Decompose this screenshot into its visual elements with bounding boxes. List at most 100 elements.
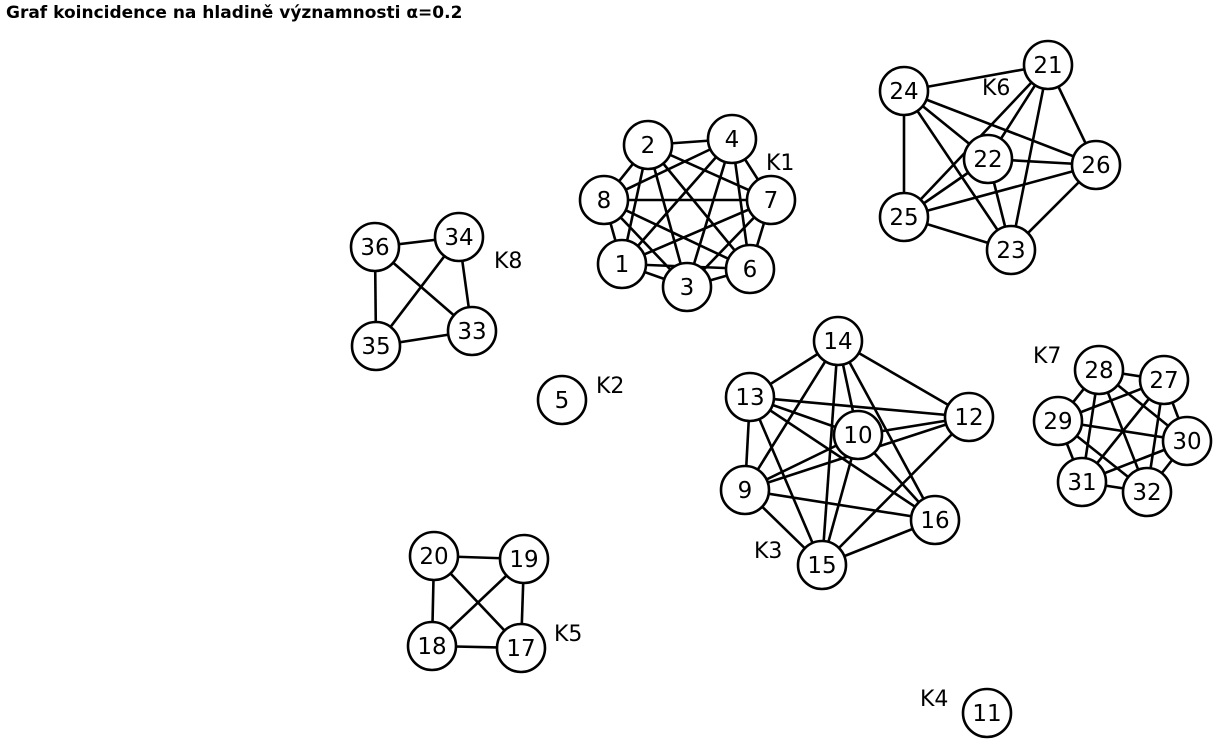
node-label: 35 — [361, 334, 390, 360]
node-circle — [536, 374, 588, 426]
node-label: 19 — [509, 547, 538, 573]
node-33: 33 — [446, 305, 498, 357]
node-circle — [832, 409, 884, 461]
node-35: 35 — [350, 320, 402, 372]
node-27: 27 — [1138, 354, 1190, 406]
edge-6-8 — [603, 198, 751, 271]
node-13: 13 — [724, 371, 776, 423]
edge-14-15 — [820, 340, 840, 566]
node-circle — [878, 191, 930, 243]
edge-12-13 — [749, 395, 970, 419]
node-8: 8 — [578, 174, 630, 226]
edge-21-23 — [1009, 64, 1050, 251]
node-label: 30 — [1172, 429, 1201, 455]
node-9: 9 — [719, 464, 771, 516]
node-label: 34 — [444, 225, 473, 251]
node-label: 27 — [1149, 368, 1178, 394]
node-label: 11 — [972, 701, 1001, 727]
node-circle — [1138, 354, 1190, 406]
edge-2-6 — [646, 144, 752, 270]
node-label: 24 — [889, 79, 918, 105]
edge-3-4 — [685, 138, 734, 288]
node-circle — [1056, 456, 1108, 508]
node-circle — [909, 494, 961, 546]
node-circle — [408, 530, 460, 582]
node-16: 16 — [909, 494, 961, 546]
node-17: 17 — [495, 622, 547, 674]
edge-1-7 — [621, 198, 772, 266]
node-circle — [1032, 395, 1084, 447]
node-32: 32 — [1121, 466, 1173, 518]
cluster-label-k1: K1 — [766, 151, 794, 176]
node-label: 16 — [920, 508, 949, 534]
cluster-label-k3: K3 — [754, 539, 782, 564]
node-circle — [796, 539, 848, 591]
node-circle — [495, 622, 547, 674]
node-22: 22 — [962, 133, 1014, 185]
edge-12-15 — [821, 416, 970, 566]
node-21: 21 — [1022, 39, 1074, 91]
node-label: 7 — [764, 188, 779, 214]
node-label: 33 — [457, 319, 486, 345]
node-circle — [661, 261, 713, 313]
node-label: 31 — [1067, 470, 1096, 496]
cluster-label-k5: K5 — [554, 622, 582, 647]
node-label: 36 — [360, 235, 389, 261]
node-circle — [1161, 415, 1213, 467]
node-label: 20 — [419, 544, 448, 570]
node-label: 6 — [743, 257, 758, 283]
node-label: 4 — [725, 127, 740, 153]
node-label: 1 — [615, 252, 630, 278]
node-circle — [1073, 344, 1125, 396]
node-circle — [349, 221, 401, 273]
node-circle — [1070, 139, 1122, 191]
node-label: 5 — [555, 388, 570, 414]
cluster-label-k8: K8 — [494, 249, 522, 274]
node-circle — [1121, 466, 1173, 518]
node-7: 7 — [745, 174, 797, 226]
edge-9-14 — [743, 340, 840, 491]
node-4: 4 — [706, 113, 758, 165]
diagram-title: Graf koincidence na hladině významnosti … — [6, 3, 463, 23]
node-29: 29 — [1032, 395, 1084, 447]
node-circle — [962, 133, 1014, 185]
node-31: 31 — [1056, 456, 1108, 508]
node-circle — [1022, 39, 1074, 91]
node-label: 23 — [996, 238, 1025, 264]
node-circle — [719, 464, 771, 516]
node-circle — [406, 620, 458, 672]
node-circle — [961, 687, 1013, 739]
node-label: 12 — [954, 405, 983, 431]
node-circle — [724, 371, 776, 423]
node-12: 12 — [943, 391, 995, 443]
edge-13-16 — [749, 395, 936, 522]
node-1: 1 — [596, 238, 648, 290]
node-circle — [446, 305, 498, 357]
nodes-layer: 1234567891011121314151617181920212223242… — [349, 39, 1213, 739]
node-30: 30 — [1161, 415, 1213, 467]
node-circle — [433, 211, 485, 263]
node-label: 10 — [843, 423, 872, 449]
node-label: 14 — [823, 329, 852, 355]
node-15: 15 — [796, 539, 848, 591]
node-label: 22 — [973, 147, 1002, 173]
node-circle — [878, 65, 930, 117]
node-28: 28 — [1073, 344, 1125, 396]
node-circle — [724, 243, 776, 295]
node-label: 13 — [735, 385, 764, 411]
node-circle — [706, 113, 758, 165]
node-26: 26 — [1070, 139, 1122, 191]
node-label: 32 — [1132, 480, 1161, 506]
node-24: 24 — [878, 65, 930, 117]
node-14: 14 — [812, 315, 864, 367]
node-34: 34 — [433, 211, 485, 263]
node-circle — [943, 391, 995, 443]
node-circle — [812, 315, 864, 367]
node-25: 25 — [878, 191, 930, 243]
edge-25-26 — [903, 163, 1097, 219]
node-label: 17 — [506, 636, 535, 662]
cluster-label-k7: K7 — [1033, 344, 1061, 369]
node-label: 29 — [1043, 409, 1072, 435]
node-label: 8 — [597, 188, 612, 214]
